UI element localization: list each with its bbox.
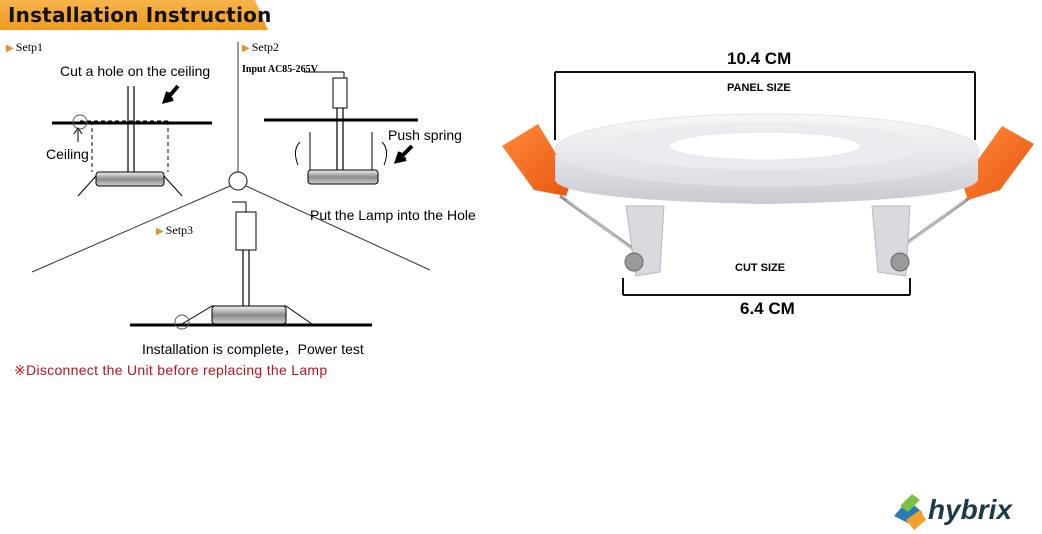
divider-node xyxy=(228,171,248,191)
panel-size-label: PANEL SIZE xyxy=(727,82,791,94)
divider-left xyxy=(31,185,231,273)
hybrix-logo-icon xyxy=(894,494,926,530)
cut-size-label: CUT SIZE xyxy=(735,262,786,274)
step1-instruction: Cut a hole on the ceiling xyxy=(60,63,211,79)
page-title: Installation Instruction xyxy=(8,3,272,27)
brand-name: hybrix xyxy=(928,494,1013,525)
header-banner xyxy=(0,0,268,30)
step2-instruction: Put the Lamp into the Hole xyxy=(310,207,476,223)
push-spring-label: Push spring xyxy=(388,127,462,143)
divider-right xyxy=(245,185,431,271)
step1-drawing xyxy=(52,84,212,197)
step3-drawing xyxy=(130,201,372,330)
step2-drawing xyxy=(264,71,418,185)
step1-label: ▶Setp1 xyxy=(6,40,44,54)
right-spring-clip xyxy=(962,126,1034,200)
step3-label: ▶Setp3 xyxy=(156,223,194,237)
cut-dimension: 6.4 CM xyxy=(740,299,795,318)
step2-label: ▶Setp2 xyxy=(242,40,280,54)
ceiling-label: Ceiling xyxy=(46,146,89,162)
left-spring-clip xyxy=(502,124,572,196)
input-voltage-label: Input AC85-265V xyxy=(242,64,318,75)
panel-dimension: 10.4 CM xyxy=(727,49,792,68)
step3-instruction: Installation is complete，Power test xyxy=(142,341,364,357)
warning-text: ※Disconnect the Unit before replacing th… xyxy=(14,362,328,378)
product-panel-light xyxy=(502,71,1034,296)
